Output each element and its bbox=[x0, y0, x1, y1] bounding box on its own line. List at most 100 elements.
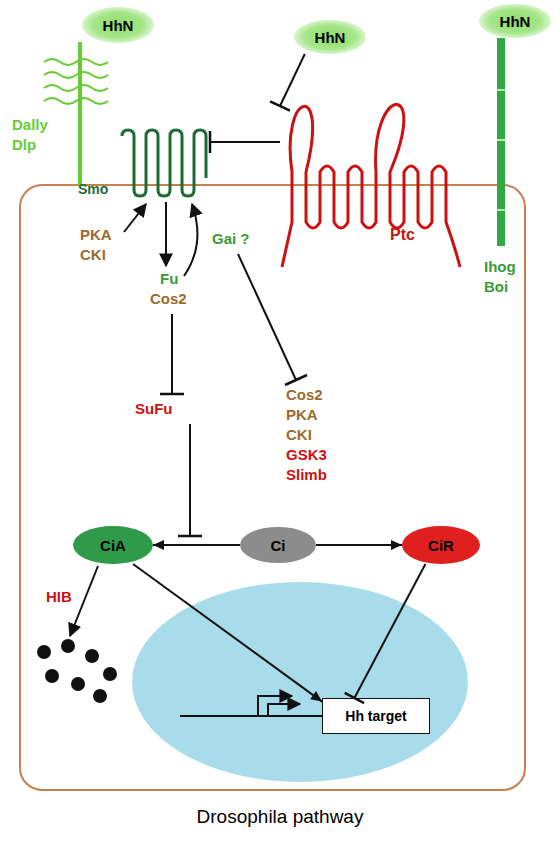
figure-caption: Drosophila pathway bbox=[0, 806, 560, 828]
arrow-head bbox=[153, 540, 164, 550]
ellipse-fill bbox=[82, 7, 154, 43]
inhibition-bar bbox=[209, 131, 212, 153]
connector-line bbox=[133, 564, 322, 702]
nucleus bbox=[132, 582, 468, 782]
connector-line bbox=[280, 54, 305, 106]
connector-line bbox=[210, 141, 280, 143]
connector-line bbox=[153, 544, 240, 546]
promoter-arrow bbox=[258, 696, 292, 716]
ellipse-fill bbox=[294, 20, 366, 54]
pathway-component-label: SuFu bbox=[135, 400, 173, 418]
inhibition-line bbox=[171, 314, 173, 394]
degradation-arrow bbox=[70, 566, 98, 636]
node-label: CiA bbox=[100, 537, 126, 554]
degradation-dot bbox=[45, 669, 59, 683]
protein-outline bbox=[280, 72, 465, 272]
ellipse-fill bbox=[240, 527, 316, 563]
connector bbox=[316, 540, 402, 550]
cell-membrane bbox=[20, 185, 525, 790]
degradation-dot bbox=[85, 649, 99, 663]
connector bbox=[270, 54, 305, 111]
node-text-wrap: Hh target bbox=[323, 699, 429, 733]
node-text-wrap: HhN bbox=[294, 20, 366, 54]
pathway-component-label: Cos2 bbox=[286, 386, 323, 404]
sugar-chain bbox=[44, 59, 108, 65]
node-label: Ptc bbox=[390, 226, 415, 243]
membrane-protein bbox=[282, 104, 460, 267]
inhibition-bar bbox=[285, 375, 307, 385]
node-label: HhN bbox=[103, 17, 134, 34]
node-label: Smo bbox=[78, 181, 108, 197]
sugar-chain bbox=[44, 98, 108, 104]
node-label: HhN bbox=[315, 29, 346, 46]
connector-line bbox=[354, 564, 425, 698]
gene-line bbox=[180, 715, 322, 717]
pathway-component-label: Dlp bbox=[12, 136, 36, 154]
degradation-dot bbox=[103, 667, 117, 681]
pathway-component-label: Gai ? bbox=[212, 230, 250, 248]
inhibition-bar bbox=[160, 393, 184, 396]
node-text-wrap: HhN bbox=[479, 4, 551, 38]
inhibition-line bbox=[189, 424, 191, 536]
arrow-head bbox=[391, 540, 402, 550]
ellipse-fill bbox=[479, 4, 551, 38]
target-gene-box: Hh target bbox=[322, 698, 430, 734]
pathway-component-label: Slimb bbox=[286, 466, 327, 484]
ihog-domain-gap bbox=[497, 89, 505, 91]
pathway-component-label: GSK3 bbox=[286, 446, 327, 464]
smoothened-receptor: Smo bbox=[118, 128, 210, 198]
pathway-component-label: PKA bbox=[286, 406, 318, 424]
pathway-component-label: Fu bbox=[160, 270, 178, 288]
hedgehog-ligand: HhN bbox=[294, 20, 366, 54]
pathway-component-label: Cos2 bbox=[150, 290, 187, 308]
degradation-dot bbox=[93, 689, 107, 703]
protein-outline bbox=[118, 128, 210, 198]
node-text-wrap: CiR bbox=[402, 526, 480, 564]
degradation-dot bbox=[37, 645, 51, 659]
pathway-component-label: Ihog bbox=[484, 258, 516, 276]
membrane-protein bbox=[122, 130, 206, 196]
sugar-chain bbox=[44, 72, 108, 78]
pathway-component-label: HIB bbox=[46, 588, 72, 606]
connector bbox=[133, 564, 322, 702]
activation-arrow bbox=[124, 204, 146, 232]
hedgehog-ligand: HhN bbox=[82, 7, 154, 43]
patched-receptor: Ptc bbox=[280, 72, 465, 272]
node-label: Ci bbox=[271, 537, 286, 554]
pathway-component-label: CKI bbox=[286, 426, 312, 444]
node-text-wrap: Ptc bbox=[390, 226, 415, 244]
feedback-arrow bbox=[184, 204, 197, 276]
inhibition-bar bbox=[345, 693, 364, 703]
ihog-domain-gap bbox=[497, 139, 505, 141]
node-text-wrap: CiA bbox=[73, 526, 153, 564]
connector bbox=[210, 131, 280, 153]
ci-repressor: CiR bbox=[402, 526, 480, 564]
activation-arrow bbox=[165, 202, 167, 266]
ihog-domain-gap bbox=[497, 209, 505, 211]
node-text-wrap: HhN bbox=[82, 7, 154, 43]
sugar-chain bbox=[44, 85, 108, 91]
ellipse-fill bbox=[73, 526, 153, 564]
degradation-dot bbox=[61, 639, 75, 653]
ci-full-length: Ci bbox=[240, 527, 316, 563]
inhibition-bar bbox=[270, 101, 290, 110]
inhibition-line bbox=[238, 254, 296, 380]
pathway-component-label: PKA bbox=[80, 226, 112, 244]
node-text-wrap: Ci bbox=[240, 527, 316, 563]
node-label: Hh target bbox=[345, 708, 406, 724]
connector bbox=[153, 540, 240, 550]
promoter-arrow bbox=[268, 704, 300, 716]
inhibition-bar bbox=[178, 535, 202, 538]
proteoglycan-core bbox=[78, 42, 82, 186]
connector bbox=[345, 564, 426, 703]
pathway-component-label: Dally bbox=[12, 116, 48, 134]
node-text-wrap: Smo bbox=[78, 180, 108, 198]
hedgehog-ligand: HhN bbox=[479, 4, 551, 38]
ellipse-fill bbox=[402, 526, 480, 564]
degradation-dot bbox=[71, 677, 85, 691]
